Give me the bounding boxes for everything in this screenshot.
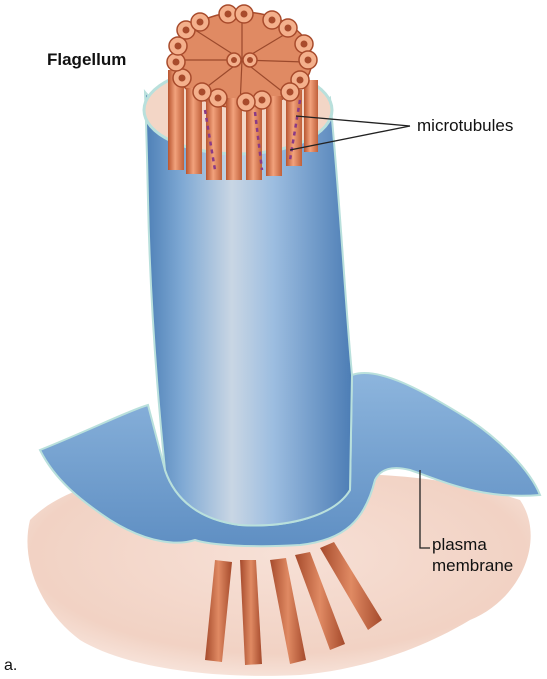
panel-letter: a.	[4, 656, 17, 676]
figure-title: Flagellum	[47, 50, 126, 70]
label-microtubules: microtubules	[417, 116, 513, 136]
label-plasma-line2: membrane	[432, 555, 513, 576]
label-plasma-line1: plasma	[432, 534, 513, 555]
label-plasma-membrane: plasma membrane	[432, 534, 513, 576]
